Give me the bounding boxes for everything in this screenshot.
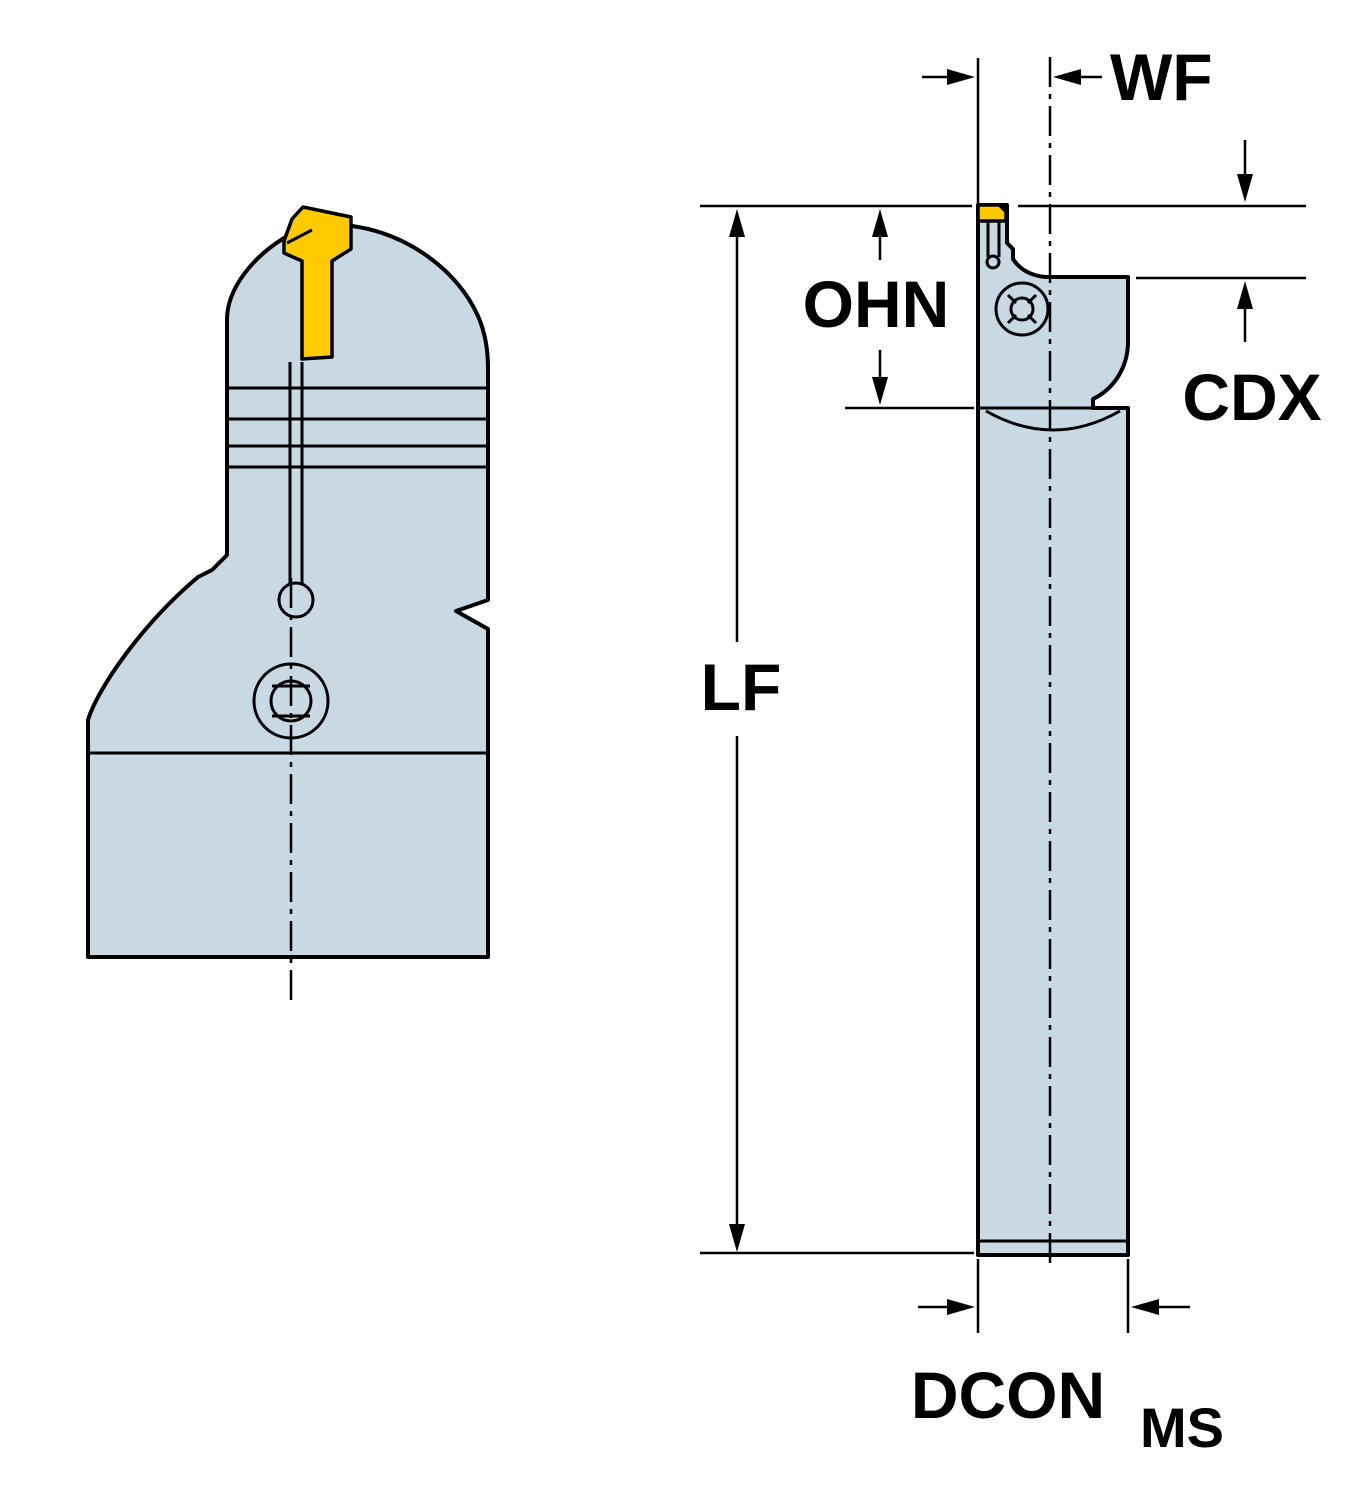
pocket-hole <box>985 254 1001 270</box>
ohn-label: OHN <box>803 267 950 341</box>
screw-drive-line <box>1006 293 1018 305</box>
cdx-label: CDX <box>1182 360 1321 434</box>
screw-outer-circle <box>994 281 1050 337</box>
screw-drive-line <box>1026 293 1038 305</box>
slot-end-hole <box>277 581 315 619</box>
arrow-right-icon <box>947 69 975 85</box>
cutting-insert-side <box>282 205 353 361</box>
front-view-body <box>976 203 1130 1257</box>
arrow-up-icon <box>729 209 745 237</box>
dimension-dcon: DCON MS <box>911 1259 1224 1459</box>
front-view <box>976 57 1130 1263</box>
ms-label: MS <box>1140 1396 1224 1459</box>
dimension-ohn: OHN <box>700 204 974 410</box>
arrow-left-icon <box>1053 69 1081 85</box>
arrow-down-icon <box>729 1224 745 1252</box>
screw-inner-circle <box>1009 296 1035 322</box>
wf-label: WF <box>1110 40 1213 114</box>
lf-label: LF <box>701 650 782 724</box>
arrow-right-icon <box>947 1299 975 1315</box>
arrow-down-icon <box>872 377 888 405</box>
dimension-wf: WF <box>922 40 1213 203</box>
dimension-cdx: CDX <box>1018 140 1322 434</box>
screw-drive-line <box>1026 313 1038 325</box>
dimension-lf: LF <box>700 209 974 1255</box>
screw-drive-line <box>1006 313 1018 325</box>
arrow-down-icon <box>1237 174 1253 202</box>
dcon-label: DCON <box>911 1358 1105 1432</box>
side-view <box>86 205 490 1005</box>
junction-arc <box>985 409 1121 432</box>
insert-tip-mark <box>997 205 1006 214</box>
insert-edge-line <box>286 228 313 245</box>
arrow-up-icon <box>872 209 888 237</box>
clamp-screw-front-icon <box>994 281 1050 337</box>
arrow-up-icon <box>1237 281 1253 309</box>
arrow-left-icon <box>1131 1299 1159 1315</box>
cutting-insert-front <box>976 203 1008 223</box>
